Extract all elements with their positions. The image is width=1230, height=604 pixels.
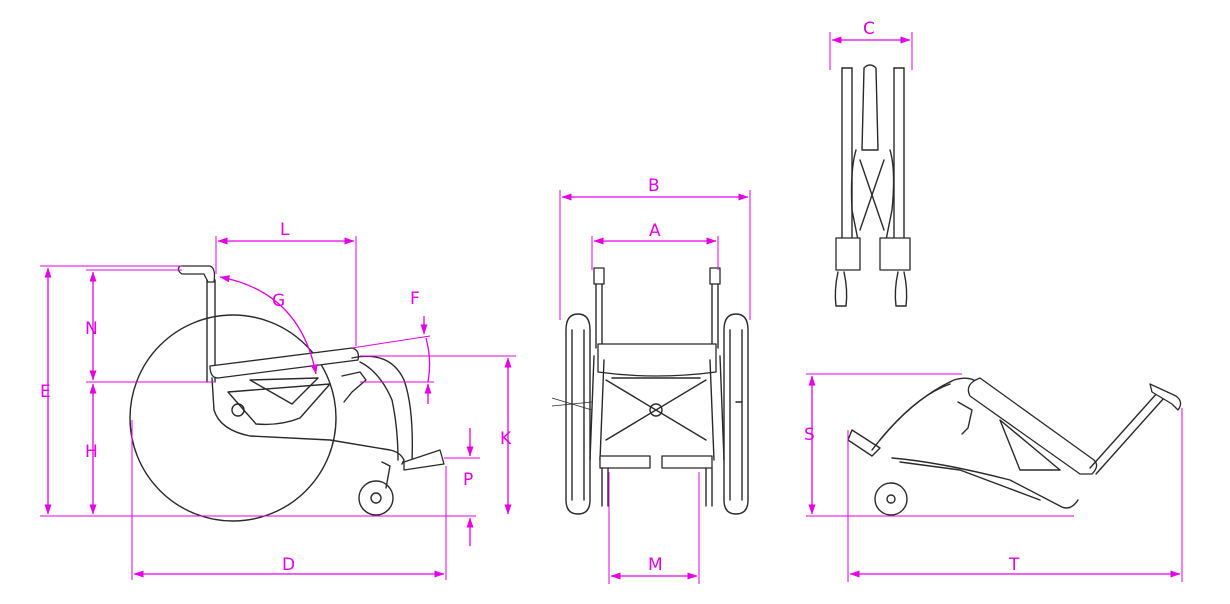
- label-D: D: [282, 555, 295, 575]
- label-S: S: [804, 425, 815, 445]
- label-F: F: [410, 289, 420, 309]
- folded-view-drawing: [834, 64, 911, 307]
- dimension-labels: A B C D E F G H K L M N P S T: [40, 19, 1020, 575]
- label-K: K: [500, 429, 512, 449]
- folded-side-view-drawing: [847, 377, 1182, 516]
- dimension-lines-folded: [806, 32, 1183, 582]
- label-G: G: [272, 291, 285, 311]
- label-N: N: [85, 319, 98, 339]
- label-A: A: [649, 221, 661, 241]
- dimension-lines-side: [40, 236, 516, 580]
- front-view-drawing: [551, 267, 749, 515]
- label-C: C: [863, 19, 875, 39]
- label-T: T: [1008, 555, 1020, 575]
- side-view-drawing: [129, 265, 445, 522]
- label-B: B: [648, 176, 660, 196]
- label-P: P: [463, 470, 473, 490]
- dimension-lines-front: [559, 190, 751, 584]
- label-H: H: [85, 442, 98, 462]
- label-L: L: [280, 220, 290, 240]
- label-E: E: [40, 382, 51, 402]
- label-M: M: [648, 555, 663, 575]
